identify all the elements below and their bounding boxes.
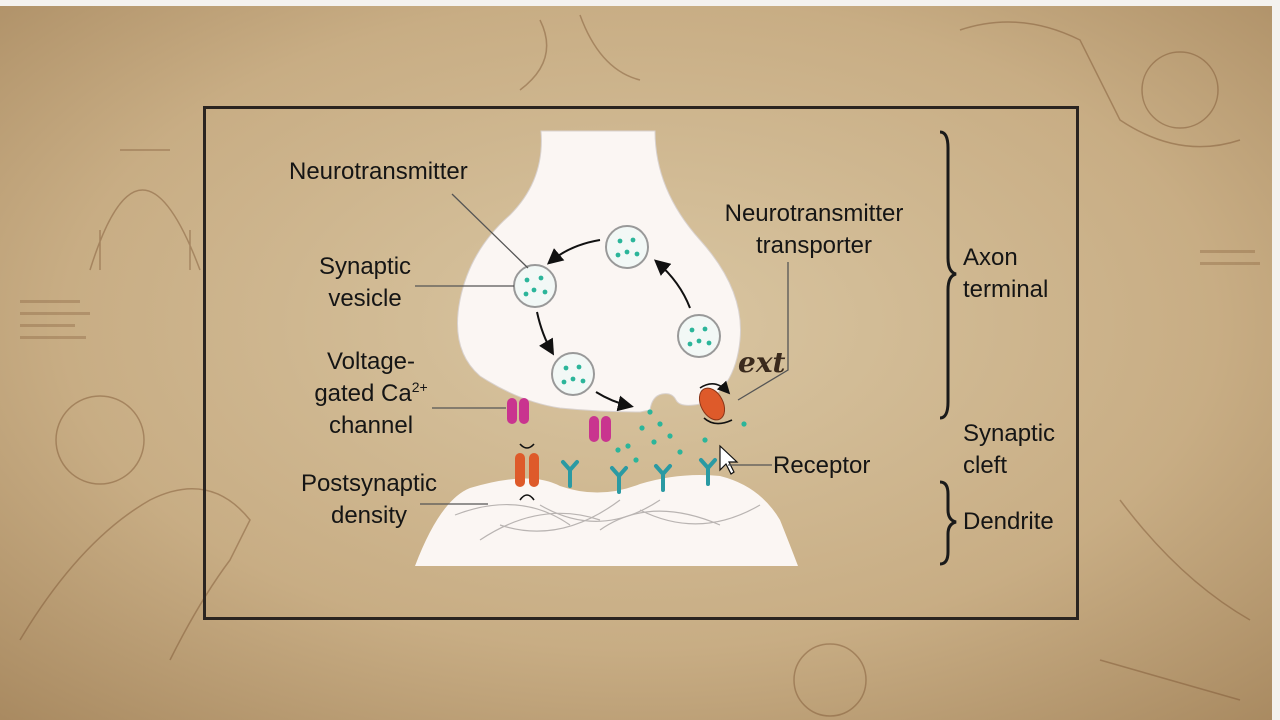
label-neurotransmitter: Neurotransmitter [289, 158, 468, 185]
vesicle-cycle-arrows [536, 239, 691, 412]
ca-channel-left [507, 398, 529, 424]
ca-channel-right [589, 416, 611, 442]
sketch-lines [1099, 499, 1251, 701]
postsynaptic-density-fibers [454, 499, 761, 541]
dendrite-brace [939, 480, 957, 566]
label-synaptic-vesicle: Synaptic vesicle [318, 253, 412, 312]
label-axon-terminal: Axon terminal [963, 244, 1049, 303]
sketch-wheel [1141, 51, 1219, 129]
move-cursor-icon [719, 444, 739, 475]
sketch-dome [89, 149, 201, 271]
vesicle-bottom [551, 352, 595, 396]
sketch-circle [55, 395, 145, 485]
label-neurotransmitter-transporter: Neurotransmitter transporter [724, 200, 904, 259]
sketch-machine [959, 21, 1241, 148]
vesicle-top [605, 225, 649, 269]
synaptic-vesicle [513, 264, 557, 308]
label-dendrite: Dendrite [963, 508, 1054, 535]
label-synaptic-cleft: Synaptic cleft [963, 420, 1056, 479]
overlay-text: ext [738, 346, 786, 379]
diagram-frame [203, 106, 1079, 620]
label-voltage-gated-channel: Voltage- gated Ca2+ channel [314, 348, 428, 439]
leader-lines [415, 193, 789, 505]
sketch-spiral [793, 643, 867, 717]
label-postsynaptic-density: Postsynaptic density [300, 470, 438, 529]
vesicle-right [677, 314, 721, 358]
sketch-plant [519, 14, 641, 91]
axon-terminal-shape [457, 130, 741, 413]
neurotransmitter-transporter [698, 380, 733, 425]
postsynaptic-channel [515, 443, 539, 501]
axon-terminal-brace [939, 130, 957, 420]
braces [939, 130, 957, 566]
released-neurotransmitter [615, 409, 747, 463]
receptor-icons [561, 458, 717, 494]
label-receptor: Receptor [773, 452, 871, 479]
